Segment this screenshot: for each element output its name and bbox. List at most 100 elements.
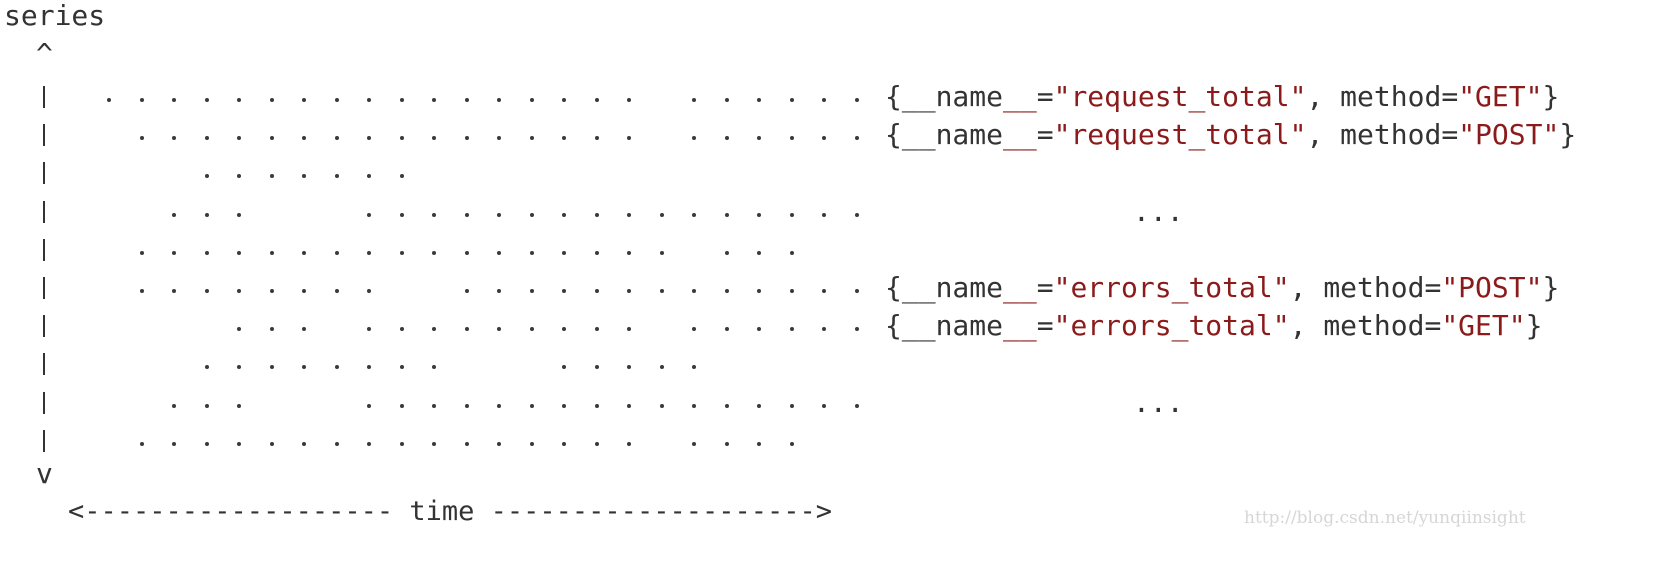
- sample-dot: [724, 441, 729, 446]
- sample-dot: [172, 136, 176, 141]
- sample-dot: [302, 365, 306, 370]
- sample-dot: [789, 289, 794, 293]
- sample-dot: [302, 289, 306, 293]
- sample-dot: [269, 250, 274, 255]
- y-axis-bar: [43, 124, 45, 147]
- sample-dot: [269, 174, 274, 179]
- sample-dot: [822, 98, 826, 102]
- series-label-eq: =: [1036, 118, 1054, 152]
- series-label-eq: =: [1036, 309, 1054, 343]
- sample-dot: [204, 289, 209, 293]
- sample-dot: [529, 136, 534, 141]
- sample-dot: [367, 403, 371, 408]
- sample-dot: [789, 98, 794, 102]
- sample-dot: [692, 327, 696, 332]
- sample-dot: [659, 403, 664, 408]
- sample-dot: [204, 174, 209, 179]
- sample-dot: [497, 212, 501, 217]
- sample-dot: [334, 136, 339, 141]
- sample-dot: [204, 136, 209, 141]
- sample-dot: [464, 250, 469, 255]
- sample-dot: [757, 212, 761, 217]
- sample-dot: [757, 136, 761, 141]
- sample-dot: [594, 441, 599, 446]
- sample-dot: [237, 212, 241, 217]
- sample-dot: [692, 289, 696, 293]
- sample-dot: [464, 289, 469, 293]
- sample-dot: [562, 403, 566, 408]
- sample-dot: [692, 212, 696, 217]
- sample-dot: [464, 136, 469, 141]
- sample-dot: [594, 98, 599, 102]
- sample-dot: [269, 327, 274, 332]
- sample-dot: [562, 98, 566, 102]
- sample-dot: [594, 212, 599, 217]
- sample-dot: [269, 136, 274, 141]
- y-axis-down-arrow: v: [36, 457, 53, 490]
- sample-dot: [204, 250, 209, 255]
- sample-dot: [562, 327, 566, 332]
- sample-dot: [854, 136, 859, 141]
- sample-dot: [432, 136, 436, 141]
- sample-dot: [464, 403, 469, 408]
- sample-dot: [822, 327, 826, 332]
- sample-dot: [854, 327, 859, 332]
- sample-dot: [529, 441, 534, 446]
- sample-dot: [432, 212, 436, 217]
- sample-dot: [562, 136, 566, 141]
- y-axis-bar: [43, 162, 45, 185]
- sample-dot: [334, 98, 339, 102]
- sample-dot: [659, 250, 664, 255]
- sample-dot: [204, 441, 209, 446]
- sample-dot: [399, 441, 404, 446]
- sample-dot: [432, 250, 436, 255]
- series-label-close: }: [1559, 118, 1577, 152]
- sample-dot: [854, 289, 859, 293]
- sample-dot: [854, 98, 859, 102]
- series-label-underscores: __: [1003, 118, 1037, 152]
- series-label: {__name__="errors_total", method="GET"}: [885, 312, 1542, 340]
- sample-dot: [367, 327, 371, 332]
- series-label-sep: , method=: [1289, 271, 1442, 304]
- sample-dot: [172, 98, 176, 102]
- sample-dot: [692, 365, 696, 370]
- sample-dot: [399, 98, 404, 102]
- sample-dot: [237, 174, 241, 179]
- sample-dot: [789, 441, 794, 446]
- sample-dot: [724, 327, 729, 332]
- y-axis-label: series: [4, 0, 106, 32]
- sample-dot: [594, 250, 599, 255]
- sample-dot: [139, 289, 144, 293]
- series-label-name: "errors_total": [1053, 271, 1290, 304]
- sample-dot: [367, 289, 371, 293]
- sample-dot: [302, 174, 306, 179]
- series-label-underscores: __: [1003, 271, 1037, 304]
- series-label-prefix: {__name: [885, 80, 1004, 113]
- series-label-close: }: [1542, 80, 1560, 113]
- sample-dot: [302, 136, 306, 141]
- sample-dot: [399, 365, 404, 370]
- sample-dot: [529, 212, 534, 217]
- sample-dot: [237, 98, 241, 102]
- sample-dot: [302, 250, 306, 255]
- y-axis-bar: [43, 429, 45, 452]
- sample-dot: [237, 441, 241, 446]
- sample-dot: [139, 136, 144, 141]
- y-axis-bar: [43, 391, 45, 414]
- sample-dot: [789, 250, 794, 255]
- sample-dot: [367, 98, 371, 102]
- sample-dot: [334, 289, 339, 293]
- sample-dot: [627, 212, 631, 217]
- sample-dot: [432, 365, 436, 370]
- sample-dot: [172, 403, 176, 408]
- time-axis: <------------------- time --------------…: [68, 496, 833, 527]
- y-axis-up-arrow: ^: [36, 37, 53, 70]
- sample-dot: [854, 212, 859, 217]
- sample-dot: [757, 250, 761, 255]
- sample-dot: [497, 250, 501, 255]
- sample-dot: [302, 441, 306, 446]
- sample-dot: [594, 365, 599, 370]
- sample-dot: [627, 289, 631, 293]
- series-label-close: }: [1525, 309, 1543, 343]
- sample-dot: [854, 403, 859, 408]
